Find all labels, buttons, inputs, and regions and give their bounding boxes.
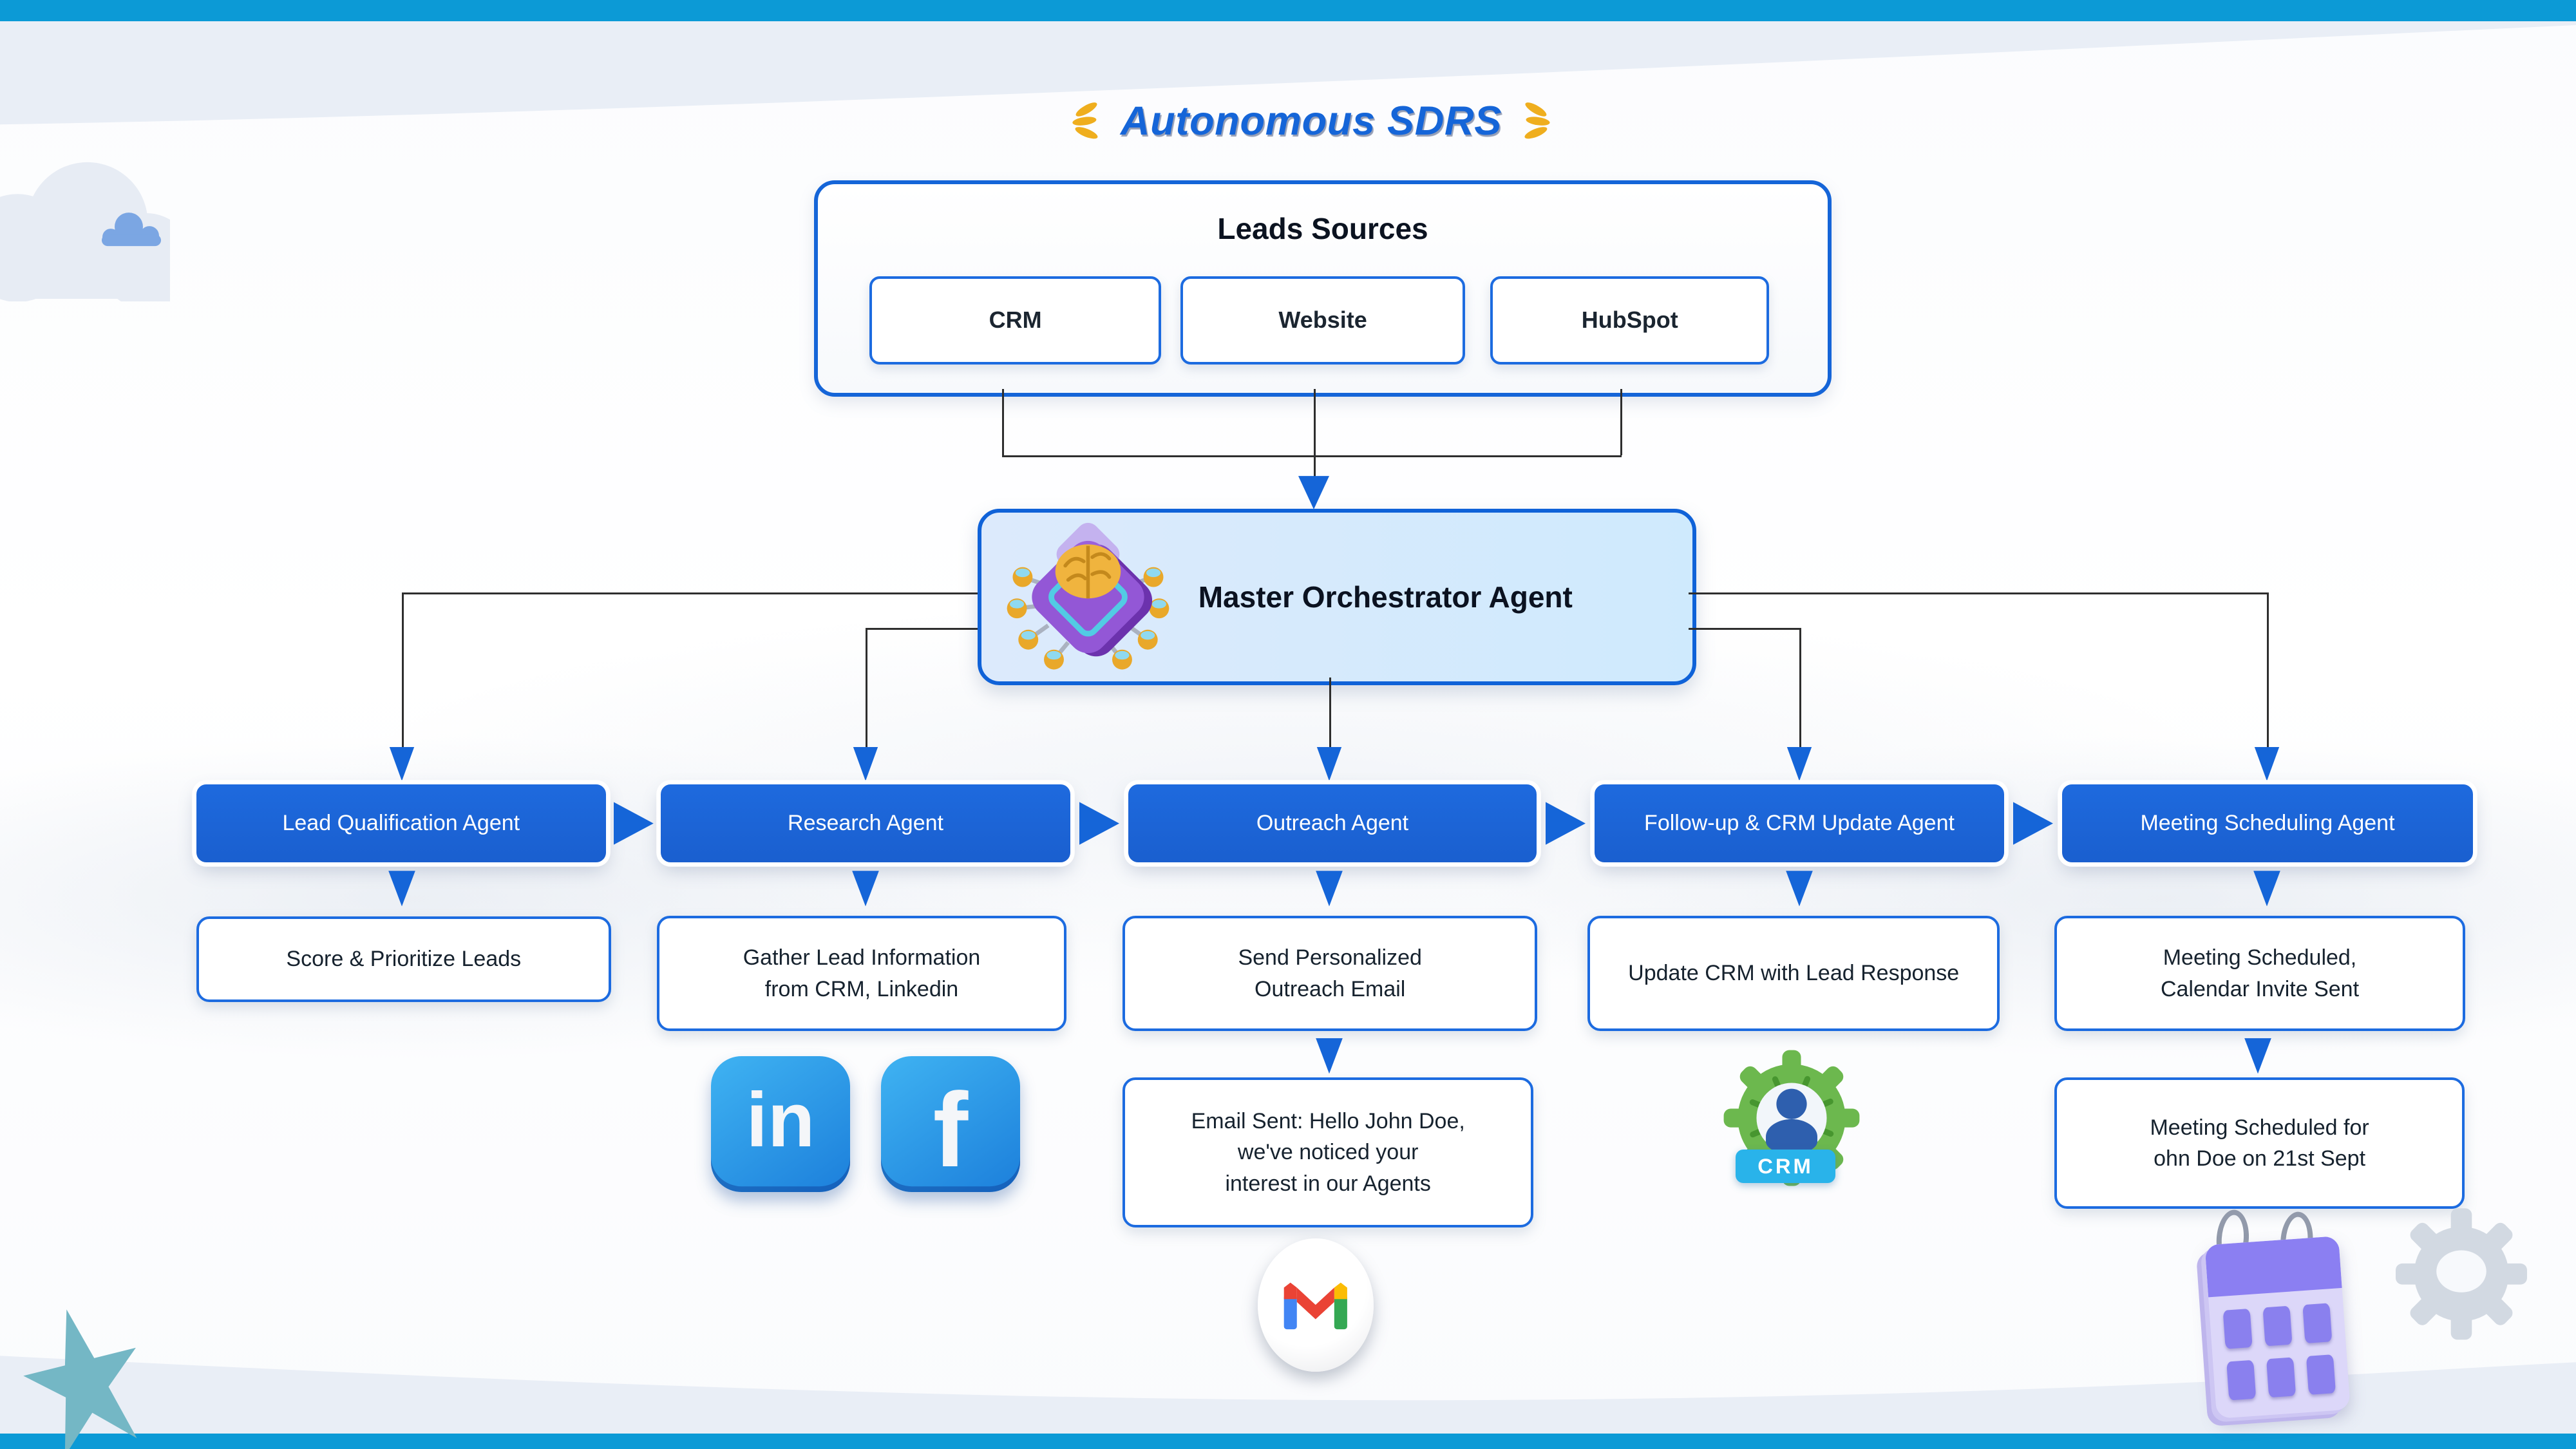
lead-source-label: Website — [1278, 307, 1367, 334]
agent-box-meeting-scheduling: Meeting Scheduling Agent — [2062, 784, 2473, 862]
lead-source-label: HubSpot — [1581, 307, 1678, 334]
connector-line — [866, 627, 978, 630]
gear-icon — [2396, 1208, 2527, 1340]
top-border-bar — [0, 0, 2576, 22]
flow-arrow-down — [2244, 1038, 2271, 1074]
laurel-left-icon — [1072, 102, 1098, 139]
lead-source-crm: CRM — [869, 276, 1162, 365]
connector-line — [2267, 592, 2269, 748]
output-text: Gather Lead Information from CRM, Linked… — [743, 945, 981, 1001]
calendar-card — [2204, 1236, 2351, 1419]
connector-line — [1689, 627, 1799, 630]
master-orchestrator-label: Master Orchestrator Agent — [1198, 580, 1573, 614]
output-text: Meeting Scheduled, Calendar Invite Sent — [2160, 945, 2360, 1001]
flow-arrow-down — [2254, 746, 2280, 781]
flow-arrow-down — [1298, 476, 1329, 509]
connector-line — [1620, 388, 1622, 455]
agent-label: Lead Qualification Agent — [282, 811, 520, 836]
agent-box-research: Research Agent — [661, 784, 1070, 862]
output-box-gather-info: Gather Lead Information from CRM, Linked… — [657, 916, 1066, 1031]
agent-box-followup-crm: Follow-up & CRM Update Agent — [1595, 784, 2004, 862]
linkedin-icon: in — [711, 1056, 850, 1192]
flow-arrow-down — [389, 746, 415, 781]
connector-line — [1002, 455, 1622, 457]
connector-line — [1002, 388, 1004, 455]
crm-label: CRM — [1735, 1150, 1836, 1184]
bottom-border-bar — [0, 1433, 2576, 1449]
flow-arrow-down — [1786, 746, 1812, 781]
agent-box-outreach: Outreach Agent — [1128, 784, 1537, 862]
output-text: Update CRM with Lead Response — [1628, 961, 1960, 986]
output-box-update-crm: Update CRM with Lead Response — [1587, 916, 2000, 1031]
connector-line — [866, 627, 867, 748]
result-text: Email Sent: Hello John Doe, we've notice… — [1191, 1109, 1465, 1196]
flow-arrow-right — [1546, 802, 1586, 845]
flow-arrow-right — [613, 802, 654, 845]
result-box-email-sent: Email Sent: Hello John Doe, we've notice… — [1122, 1077, 1534, 1228]
agent-box-lead-qualification: Lead Qualification Agent — [196, 784, 606, 862]
calendar-header — [2204, 1236, 2342, 1298]
flow-arrow-down — [388, 871, 415, 907]
result-box-meeting-confirmed: Meeting Scheduled for ohn Doe on 21st Se… — [2054, 1077, 2465, 1209]
leads-sources-panel: Leads Sources CRM Website HubSpot — [814, 180, 1832, 397]
laurel-right-icon — [1524, 102, 1550, 139]
connector-line — [1329, 677, 1331, 749]
connector-line — [1314, 388, 1316, 478]
page-title: Autonomous SDRS — [1120, 98, 1502, 144]
lead-source-hubspot: HubSpot — [1490, 276, 1770, 365]
leads-sources-title: Leads Sources — [1217, 212, 1428, 246]
flow-arrow-down — [852, 871, 879, 907]
agent-label: Outreach Agent — [1256, 811, 1409, 836]
lead-source-label: CRM — [989, 307, 1042, 334]
connector-line — [1689, 592, 2267, 594]
linkedin-glyph: in — [746, 1077, 815, 1164]
output-text: Score & Prioritize Leads — [286, 947, 522, 972]
output-box-send-email: Send Personalized Outreach Email — [1122, 916, 1538, 1031]
lead-source-website: Website — [1180, 276, 1466, 365]
calendar-icon — [2185, 1208, 2351, 1432]
result-text: Meeting Scheduled for ohn Doe on 21st Se… — [2150, 1115, 2369, 1171]
gmail-icon — [1258, 1238, 1374, 1372]
agent-label: Research Agent — [788, 811, 943, 836]
flow-arrow-down — [1316, 746, 1342, 781]
facebook-glyph: f — [933, 1071, 969, 1189]
flow-arrow-right — [2013, 802, 2053, 845]
output-box-meeting-scheduled: Meeting Scheduled, Calendar Invite Sent — [2054, 916, 2465, 1031]
flow-arrow-down — [2253, 871, 2280, 907]
calendar-days-grid — [2222, 1302, 2336, 1401]
connector-line — [402, 592, 978, 594]
agent-label: Meeting Scheduling Agent — [2140, 811, 2395, 836]
output-box-score-leads: Score & Prioritize Leads — [196, 916, 611, 1002]
connector-line — [402, 592, 404, 748]
master-orchestrator-box: Master Orchestrator Agent — [978, 508, 1696, 685]
bottom-wave-shape — [0, 1356, 2576, 1434]
flow-arrow-down — [1786, 871, 1813, 907]
facebook-icon: f — [881, 1056, 1020, 1192]
flow-arrow-down — [853, 746, 878, 781]
output-text: Send Personalized Outreach Email — [1238, 945, 1422, 1001]
agent-label: Follow-up & CRM Update Agent — [1644, 811, 1955, 836]
crm-gear-icon: CRM — [1716, 1048, 1868, 1200]
ai-brain-chip-icon — [1007, 522, 1170, 670]
small-blue-cloud-icon — [102, 212, 161, 246]
top-wave-shape — [0, 20, 2576, 124]
flow-arrow-down — [1316, 871, 1343, 907]
flow-arrow-down — [1316, 1038, 1343, 1074]
page-title-block: Autonomous SDRS — [1069, 86, 1553, 156]
flow-arrow-right — [1079, 802, 1119, 845]
connector-line — [1799, 627, 1801, 748]
